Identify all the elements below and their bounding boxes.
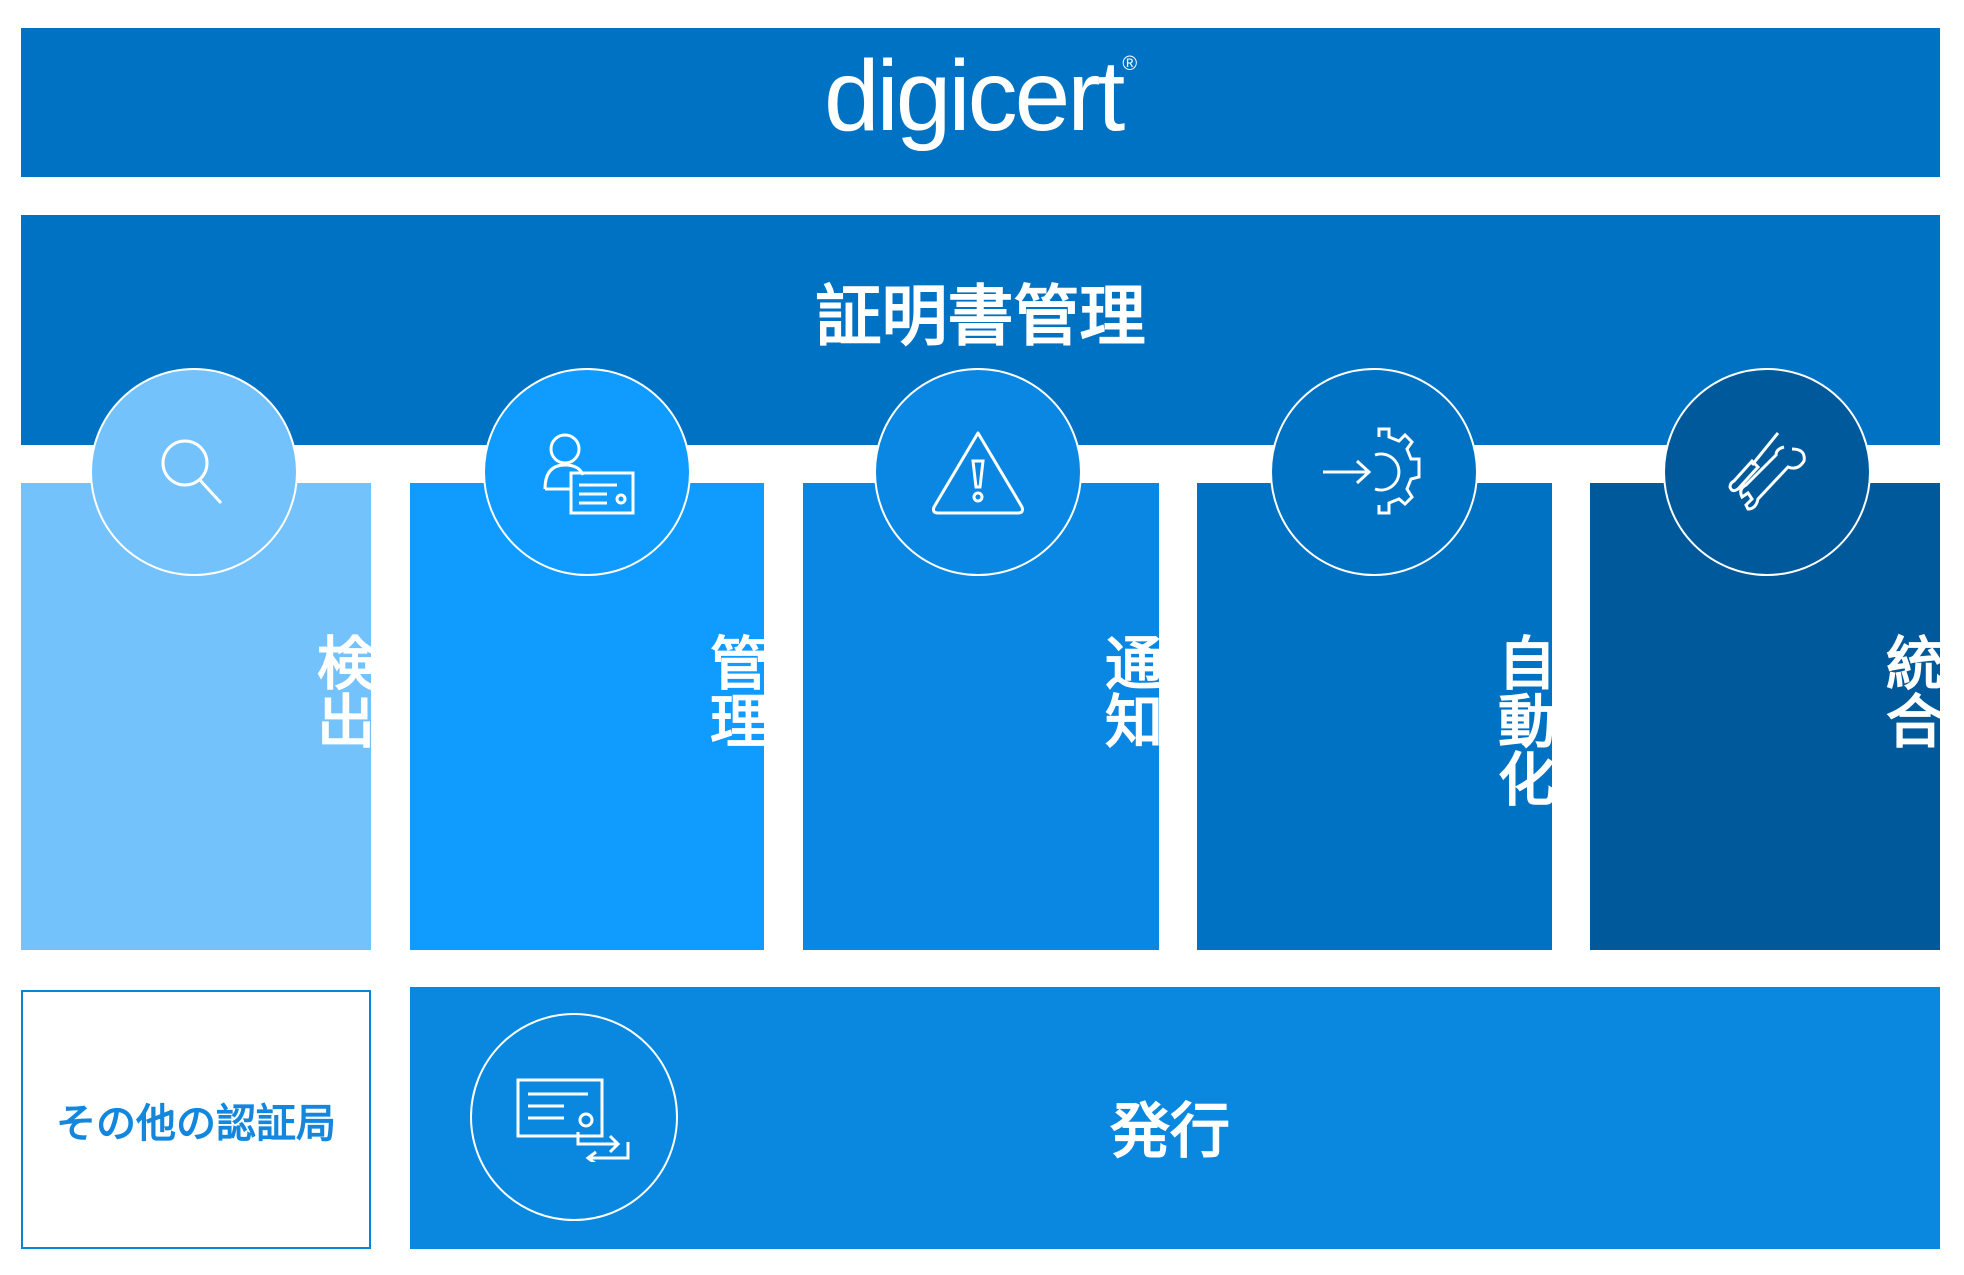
column-label: 管理 (700, 633, 768, 749)
certificate-exchange-icon (516, 1078, 630, 1162)
issuance-bar: 発行 (410, 987, 1940, 1249)
column-label: 通知 (1095, 633, 1163, 749)
issuance-label: 発行 (1110, 1097, 1230, 1167)
other-ca-box: その他の認証局 (21, 990, 371, 1249)
gear-arrow-icon (1323, 427, 1421, 515)
tools-icon (1728, 432, 1806, 511)
manage-circle (483, 368, 691, 576)
header-bar: digicert® (21, 28, 1940, 177)
warning-icon (932, 431, 1024, 515)
registered-mark: ® (1122, 53, 1138, 75)
other-ca-label: その他の認証局 (56, 1100, 336, 1147)
issuance-circle (470, 1013, 678, 1221)
notify-circle (874, 368, 1082, 576)
management-title: 証明書管理 (815, 278, 1146, 355)
column-notify: 通知 (803, 483, 1163, 950)
user-certificate-icon (543, 433, 635, 515)
automate-circle (1270, 368, 1478, 576)
discover-circle (90, 368, 298, 576)
column-label: 検出 (307, 633, 375, 749)
column-label: 自動化 (1488, 633, 1556, 807)
digicert-logo: digicert® (824, 39, 1137, 154)
integrate-circle (1663, 368, 1871, 576)
column-discover: 検出 (21, 483, 375, 950)
column-label: 統合 (1876, 633, 1944, 749)
logo-text: digicert (823, 40, 1125, 152)
search-icon (161, 439, 223, 505)
